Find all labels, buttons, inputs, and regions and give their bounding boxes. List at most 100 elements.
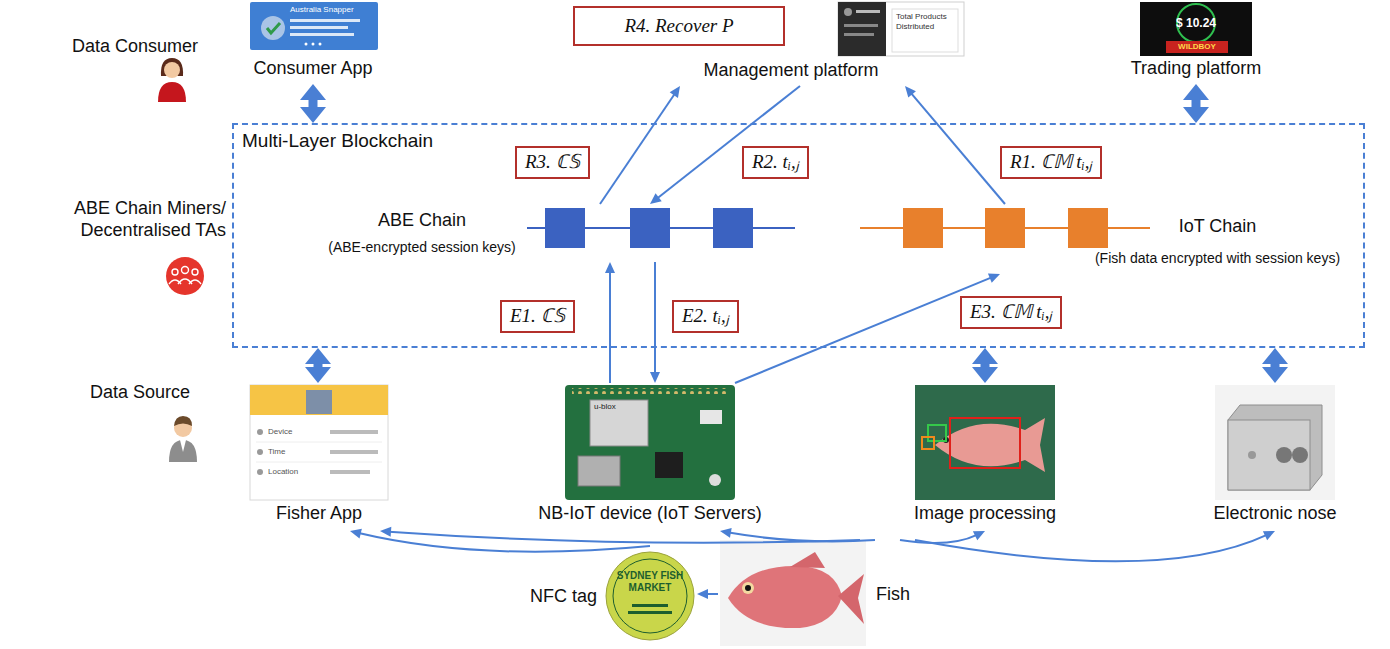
abe-chain-blocks-part <box>713 208 753 248</box>
management-screenshot-part <box>856 10 880 13</box>
node-text: Image processing <box>905 503 1065 525</box>
image-processing-photo-part <box>950 418 1020 468</box>
nfc-tag-sticker <box>606 552 694 640</box>
arrow-head <box>300 84 326 100</box>
flow-arrow <box>697 589 718 599</box>
arrow-head <box>350 529 362 539</box>
step-label: R3. ℂ𝕊 <box>515 146 590 179</box>
fisher-app-screenshot-part <box>256 462 382 463</box>
image-processing-photo-part <box>922 437 934 449</box>
nb-iot-board-part <box>578 456 620 486</box>
arrow-head <box>720 528 732 538</box>
consumer-icon-part <box>158 82 186 102</box>
layer-label: Data Consumer <box>40 36 198 58</box>
block-arrow <box>1262 348 1288 383</box>
management-screenshot-part <box>892 9 958 52</box>
electronic-nose-photo-part <box>1248 451 1256 459</box>
source-box: NB-IoT device (IoT Servers) <box>518 383 782 531</box>
source-box: Fisher App <box>238 383 400 531</box>
step-label: E2. tᵢ,ⱼ <box>672 300 739 333</box>
image-processing-photo-part <box>928 425 946 441</box>
trading-screenshot <box>1140 2 1252 56</box>
screen-text: Time <box>268 447 318 457</box>
consumer-app-screenshot-part <box>312 43 315 46</box>
fisher-app-screenshot-part <box>330 450 378 454</box>
connector-line <box>729 533 875 542</box>
arrow-head <box>305 348 331 364</box>
fish-photo-part <box>742 582 754 594</box>
chain-box: ABE Chain (ABE-encrypted session keys) <box>320 204 800 262</box>
screen-text: WILDBOY <box>1166 41 1228 53</box>
image-processing-photo <box>915 385 1055 500</box>
management-screenshot-part <box>844 8 852 16</box>
flow-arrow <box>605 262 615 383</box>
node-text: Electronic nose <box>1200 503 1350 525</box>
miners-icon-part <box>169 280 181 284</box>
flow-arrow <box>915 531 1275 561</box>
screen-text: Total Products Distributed <box>896 12 956 32</box>
arrow-head <box>972 367 998 383</box>
arrow-head <box>1183 107 1209 123</box>
flow-arrow <box>650 86 800 204</box>
connector-line <box>900 535 977 543</box>
arrow-head <box>1263 531 1275 540</box>
management-screenshot-part <box>844 24 878 27</box>
trading-screenshot-part <box>1140 2 1252 56</box>
miners-icon-part <box>189 280 201 284</box>
node-text: R4. Recover P <box>577 15 781 38</box>
arrow-head <box>973 531 985 540</box>
management-screenshot-part <box>844 33 874 36</box>
trading-screenshot-part <box>1166 41 1228 53</box>
nfc-tag-sticker-part <box>632 604 668 607</box>
nb-iot-board-part <box>572 388 728 394</box>
connector-line <box>911 93 1005 204</box>
node-subtext: (ABE-encrypted session keys) <box>322 239 522 256</box>
node-text: Trading platform <box>1120 58 1272 80</box>
platform-box: Management platform <box>648 58 934 86</box>
fisher-app-screenshot <box>250 385 388 500</box>
image-processing-photo-part <box>935 418 1045 472</box>
consumer-app-screenshot-part <box>305 43 308 46</box>
source-box: Image processing <box>903 383 1067 531</box>
nfc-tag-sticker-part <box>628 611 672 614</box>
tag-box: NFC tag <box>503 546 697 646</box>
consumer-app-screenshot-part <box>290 26 348 29</box>
fish-photo-part <box>720 540 866 646</box>
abe-chain-blocks-part <box>545 208 585 248</box>
flow-arrow <box>350 529 650 552</box>
screen-text: $ 10.24 <box>1156 16 1236 30</box>
screen-text: Location <box>268 467 318 477</box>
flow-arrow <box>720 528 875 541</box>
node-text: IoT Chain <box>1075 216 1360 238</box>
fisher-app-screenshot-part <box>257 449 263 455</box>
step-box: R4. Recover P <box>573 6 785 46</box>
fish-photo-part <box>728 566 842 628</box>
consumer-app-screenshot-part <box>261 16 285 40</box>
block-arrow <box>305 348 331 383</box>
chain-box: IoT Chain(Fish data encrypted with sessi… <box>855 204 1362 274</box>
block-arrow <box>1183 84 1209 123</box>
block-arrow <box>300 84 326 123</box>
arrow-head <box>988 274 1000 283</box>
screen-text: Australia Snapper <box>290 5 376 15</box>
fisher-app-screenshot-part <box>306 390 332 414</box>
source-icon-part <box>174 416 192 426</box>
consumer-app-screenshot <box>250 2 378 50</box>
screen-text: Device <box>268 427 318 437</box>
step-label: R1. ℂ𝕄 tᵢ,ⱼ <box>1000 146 1102 179</box>
electronic-nose-photo-part <box>1228 405 1322 490</box>
management-screenshot-part <box>838 2 886 56</box>
node-text: Fish <box>876 584 924 606</box>
source-icon <box>169 416 197 462</box>
fish-photo-part <box>838 574 864 624</box>
iot-chain-blocks <box>860 208 1150 248</box>
consumer-icon-part <box>164 62 180 78</box>
abe-chain-blocks-part <box>630 208 670 248</box>
iot-chain-blocks-part <box>1068 208 1108 248</box>
fisher-app-screenshot-part <box>256 442 382 443</box>
node-text: ABE Chain <box>322 210 522 232</box>
electronic-nose-photo <box>1215 385 1335 500</box>
connector-line <box>359 533 650 552</box>
source-icon-part <box>169 440 197 462</box>
consumer-app-screenshot-part <box>290 19 360 22</box>
